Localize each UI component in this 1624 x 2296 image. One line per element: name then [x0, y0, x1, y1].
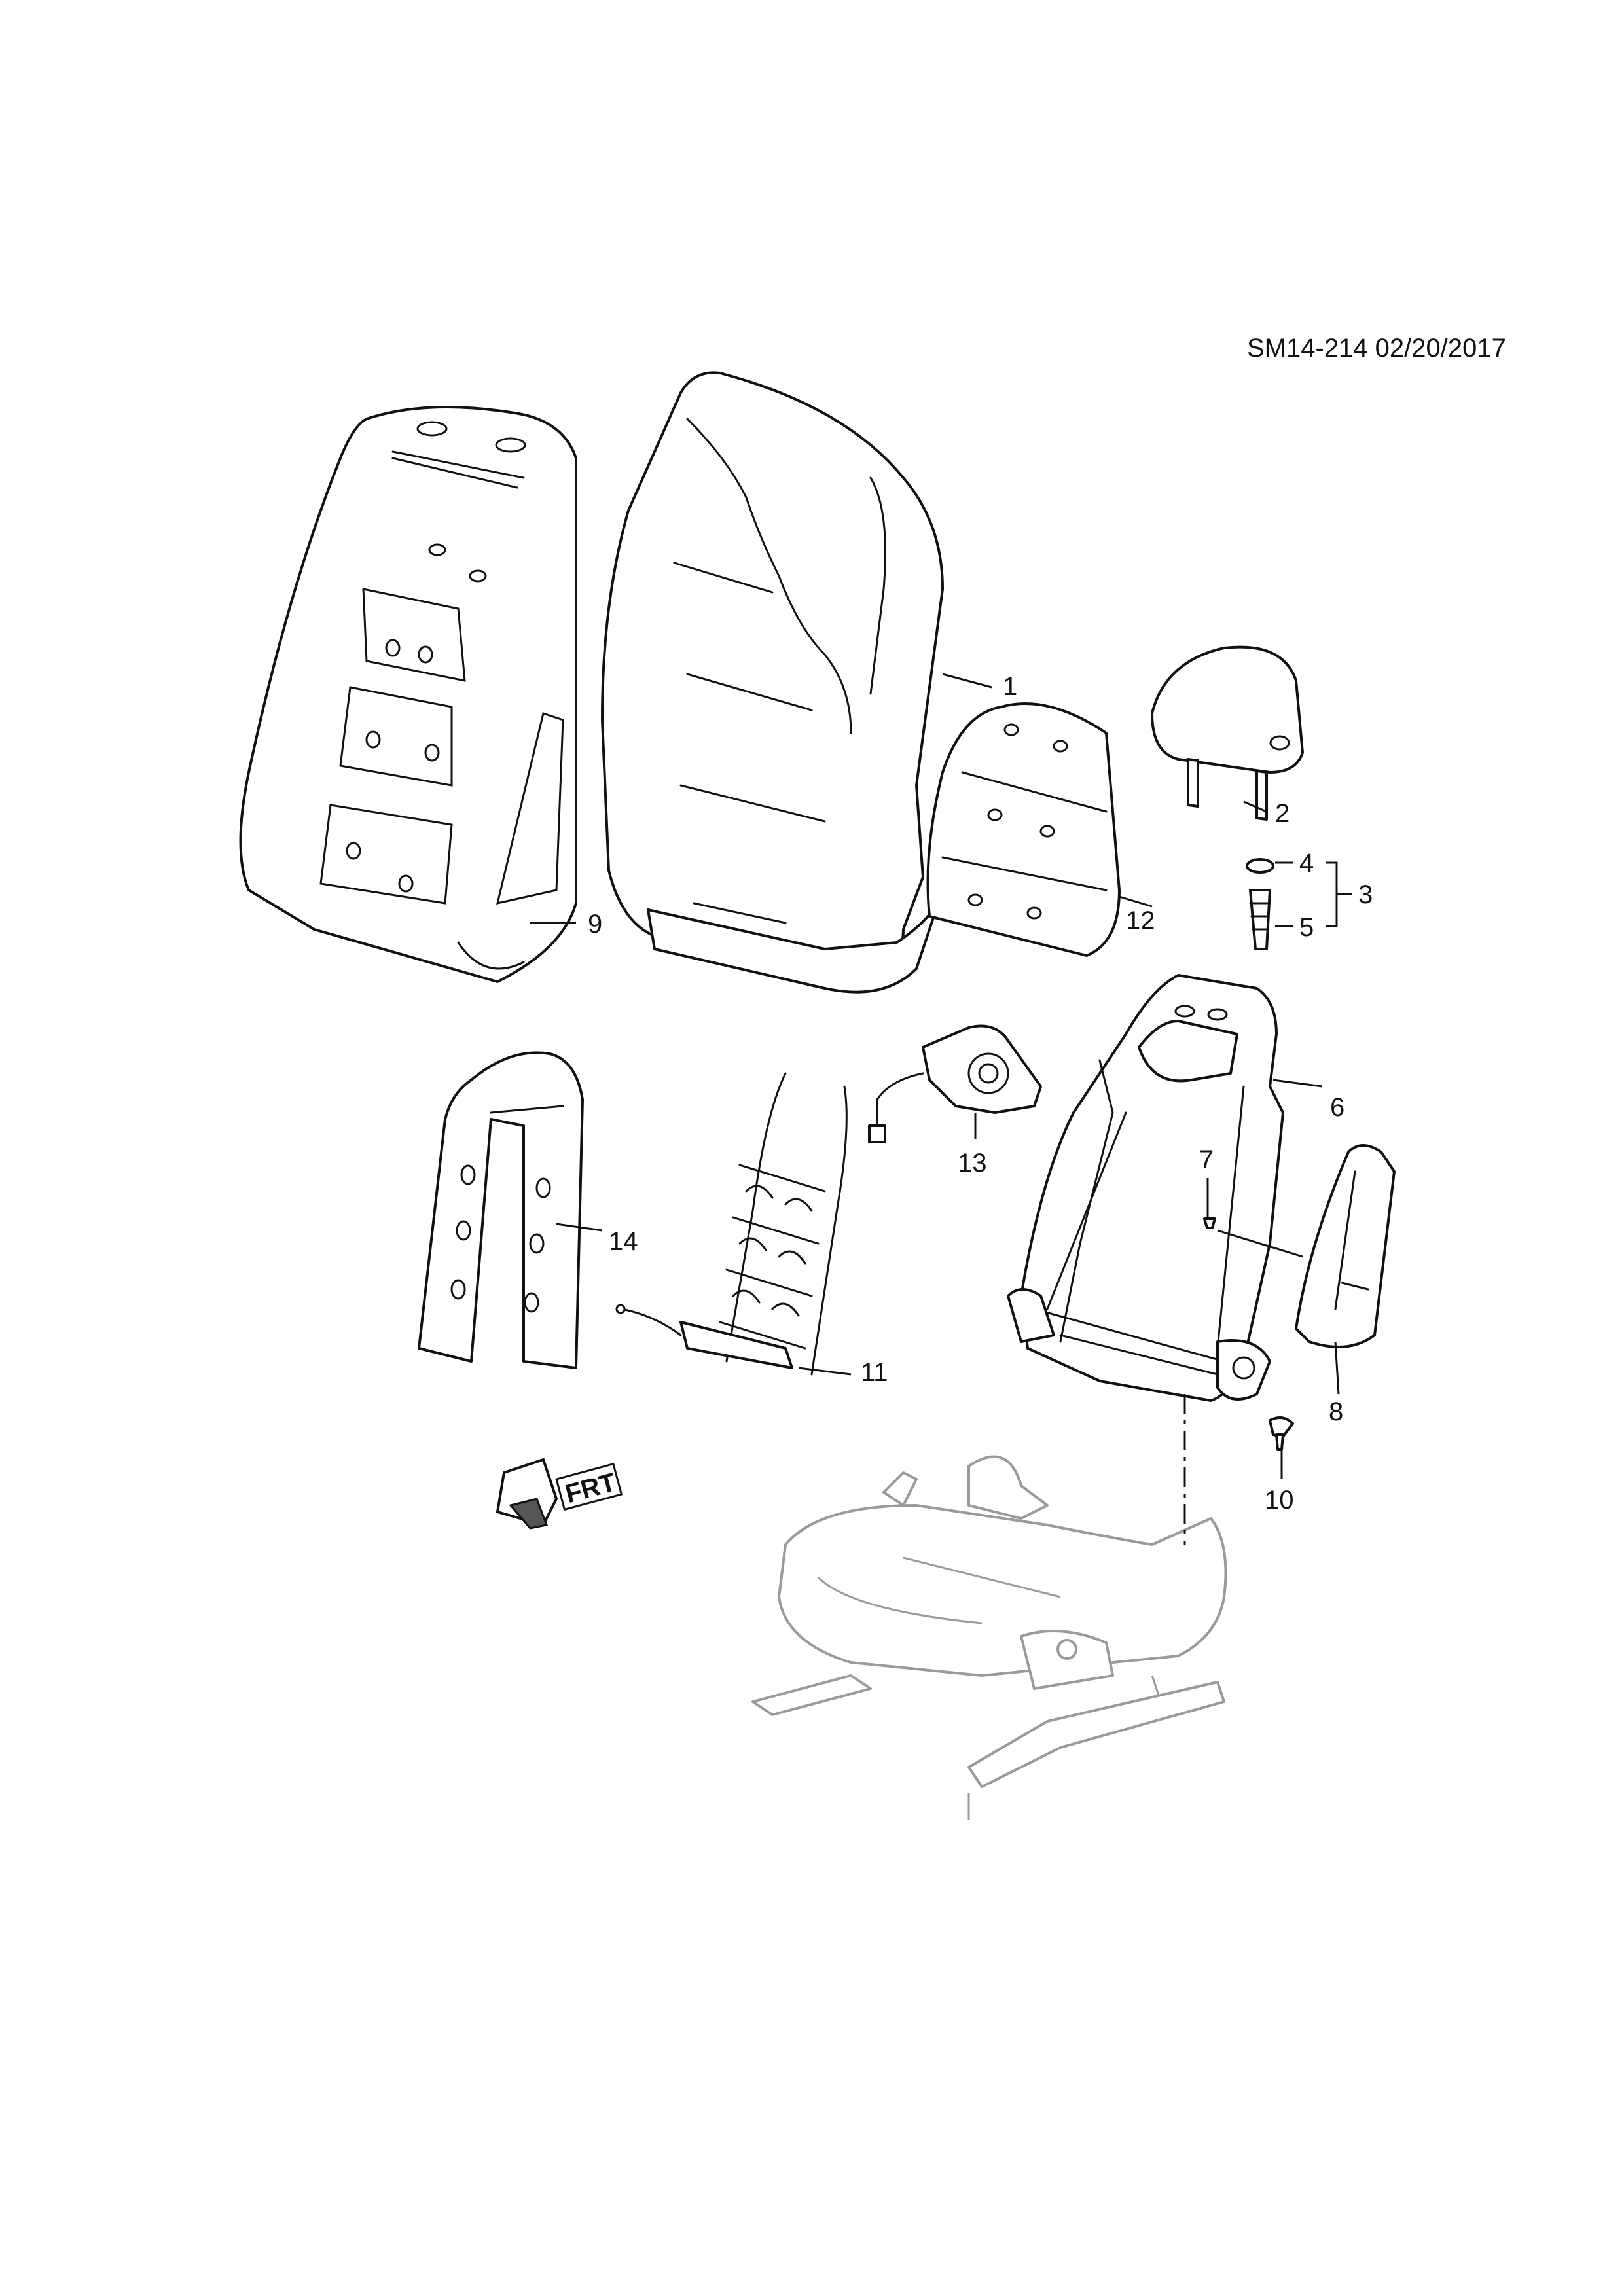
module-bracket-part[interactable] [868, 1024, 1042, 1143]
callout-7: 7 [1199, 1145, 1214, 1174]
leader-lines [530, 673, 1352, 1479]
headrest-part[interactable] [1151, 645, 1304, 821]
side-airbag-part[interactable] [1295, 1144, 1396, 1348]
seat-back-cover-part[interactable] [601, 371, 944, 994]
seat-back-pad-part[interactable] [926, 702, 1121, 957]
seat-cushion-context [751, 1455, 1227, 1820]
headrest-guide-part[interactable] [1246, 858, 1274, 950]
front-label: FRT [562, 1468, 619, 1509]
callout-4: 4 [1299, 849, 1314, 878]
callout-14: 14 [609, 1227, 638, 1256]
callout-9: 9 [588, 910, 602, 939]
callout-8: 8 [1329, 1397, 1343, 1426]
pad-strips-part[interactable] [418, 1051, 584, 1369]
lumbar-support-part[interactable] [615, 1072, 848, 1376]
callout-2: 2 [1275, 799, 1290, 828]
front-arrow-icon: FRT [496, 1458, 623, 1530]
seat-back-frame-part[interactable] [1007, 974, 1284, 1402]
callout-11: 11 [861, 1358, 888, 1387]
callout-13: 13 [958, 1149, 987, 1177]
callout-12: 12 [1126, 906, 1155, 935]
callout-6: 6 [1330, 1093, 1344, 1122]
callout-3: 3 [1358, 880, 1373, 909]
seat-back-panel-part[interactable] [239, 406, 577, 983]
callout-10: 10 [1265, 1486, 1294, 1515]
drawing-reference: SM14-214 02/20/2017 [1247, 334, 1506, 363]
bolt-part[interactable] [1269, 1416, 1294, 1451]
clip-part[interactable] [1203, 1217, 1216, 1229]
callout-5: 5 [1299, 913, 1314, 942]
callout-1: 1 [1003, 672, 1017, 701]
